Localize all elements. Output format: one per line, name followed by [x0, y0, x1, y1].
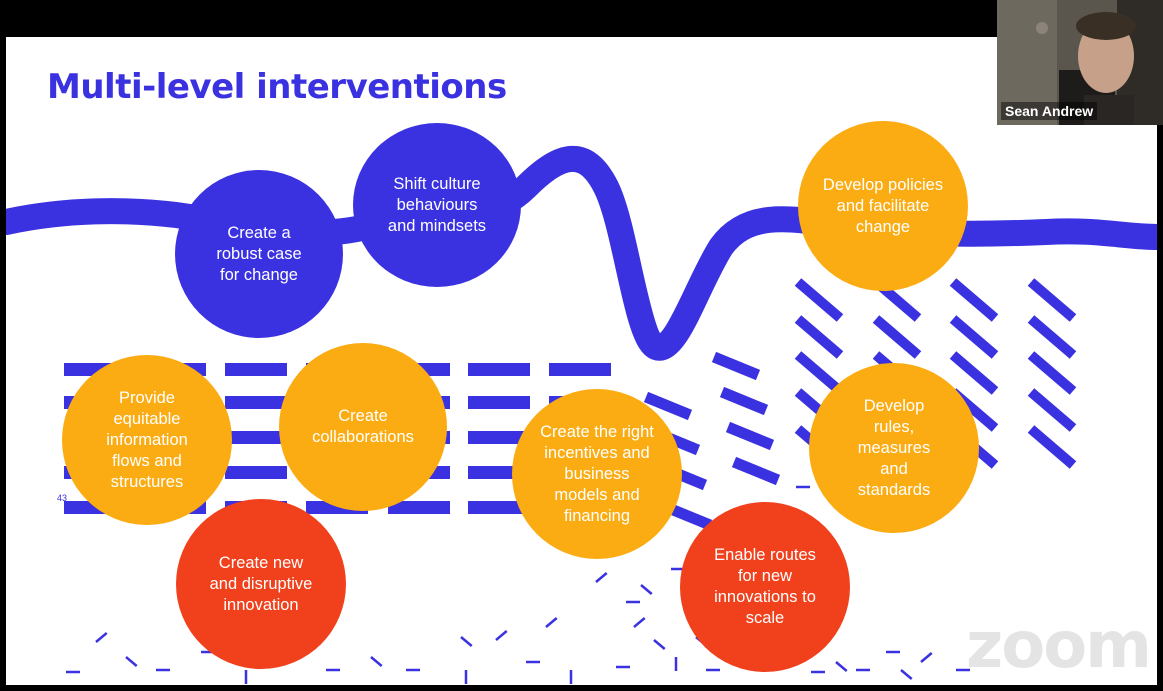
bubble-create-collaborations: Create collaborations — [279, 343, 447, 511]
presentation-slide: Multi-level interventions Create a robus… — [6, 37, 1157, 685]
bubble-create-disruptive-innovation: Create new and disruptive innovation — [176, 499, 346, 669]
slide-number: 43 — [57, 493, 68, 503]
bubble-provide-equitable-information: Provide equitable information flows and … — [62, 355, 232, 525]
bubble-enable-routes-to-scale: Enable routes for new innovations to sca… — [680, 502, 850, 672]
bubble-develop-policies: Develop policies and facilitate change — [798, 121, 968, 291]
bubble-create-right-incentives: Create the right incentives and business… — [512, 389, 682, 559]
bubble-develop-rules-measures: Develop rules, measures and standards — [809, 363, 979, 533]
participant-name: Sean Andrew — [1001, 102, 1098, 120]
slide-title: Multi-level interventions — [47, 67, 507, 107]
bubble-shift-culture: Shift culture behaviours and mindsets — [353, 123, 521, 287]
zoom-watermark: zoom — [966, 609, 1152, 683]
participant-video-tile[interactable]: Sean Andrew — [997, 0, 1163, 125]
participant-video-feed — [997, 0, 1163, 125]
bubble-create-robust-case: Create a robust case for change — [175, 170, 343, 338]
